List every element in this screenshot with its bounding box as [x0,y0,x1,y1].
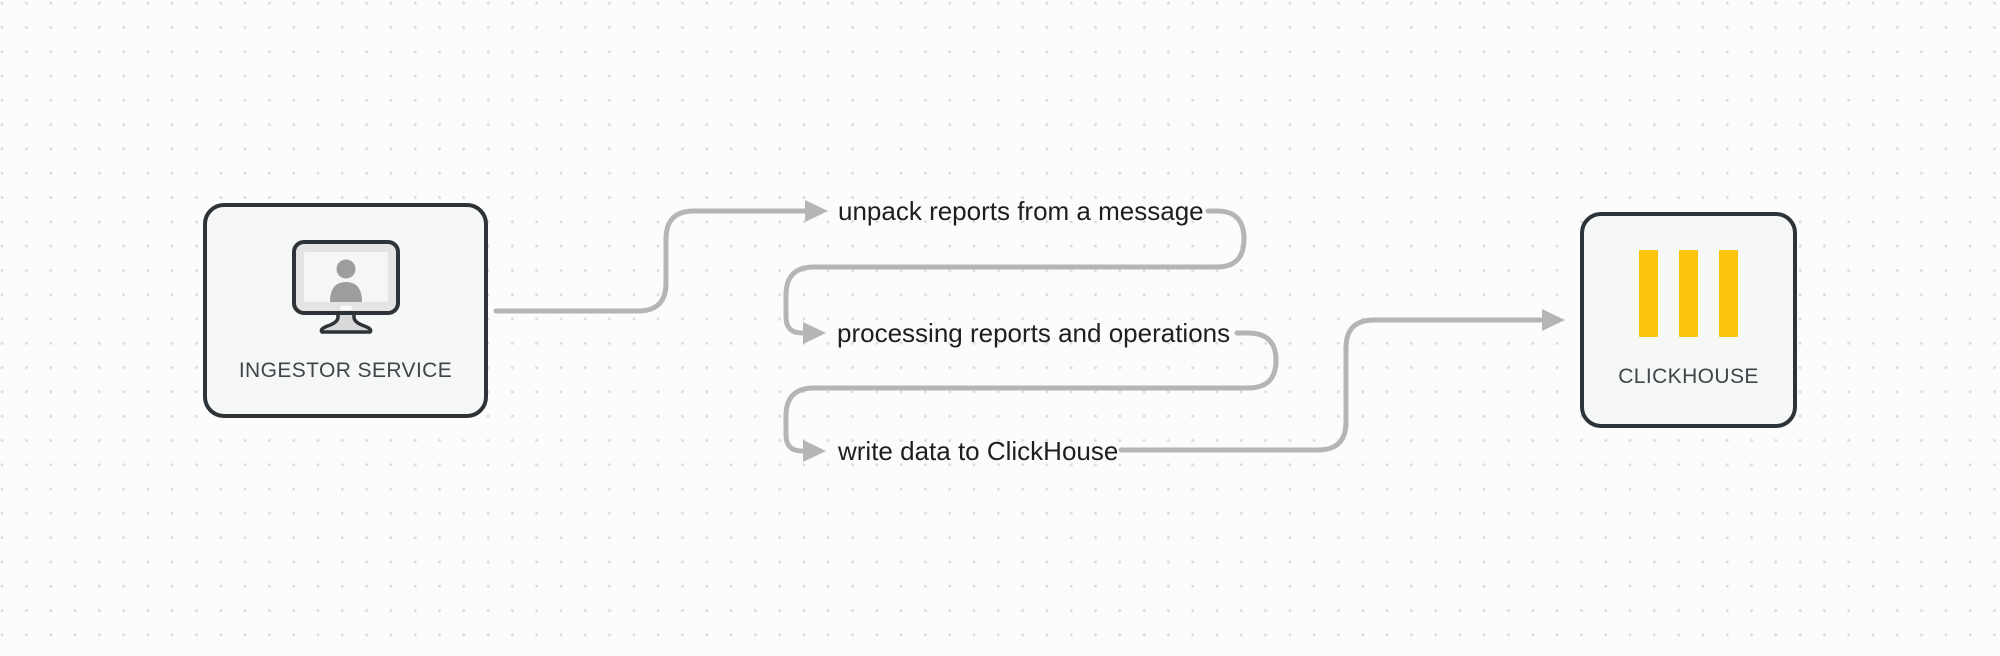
arrowhead-icon-step1 [805,200,828,222]
connector-step1-to-step2 [783,208,1247,336]
node-clickhouse: CLICKHOUSE [1580,212,1797,428]
arrowhead-icon-step2 [803,322,826,344]
ingestor-node-label: INGESTOR SERVICE [238,359,453,382]
monitor-user-icon [291,240,400,334]
clickhouse-bar [1679,250,1698,337]
clickhouse-bar [1639,250,1658,337]
person-torso-icon [329,282,362,302]
clickhouse-bar [1719,250,1738,337]
connector-ingestor-to-step1 [493,208,807,314]
arrowhead-icon-step3 [803,440,826,462]
clickhouse-node-label: CLICKHOUSE [1618,365,1759,388]
clickhouse-bars-icon [1639,250,1738,337]
step-label-write: write data to ClickHouse [838,436,1119,466]
monitor-power-dash [339,305,352,310]
connector-step2-to-step3 [783,330,1279,454]
arrowhead-icon-clickhouse [1542,309,1565,331]
monitor-stand [319,310,372,334]
step-label-unpack: unpack reports from a message [838,196,1204,226]
person-head-icon [336,259,355,279]
node-ingestor-service: INGESTOR SERVICE [203,203,488,418]
step-label-processing: processing reports and operations [837,318,1231,348]
